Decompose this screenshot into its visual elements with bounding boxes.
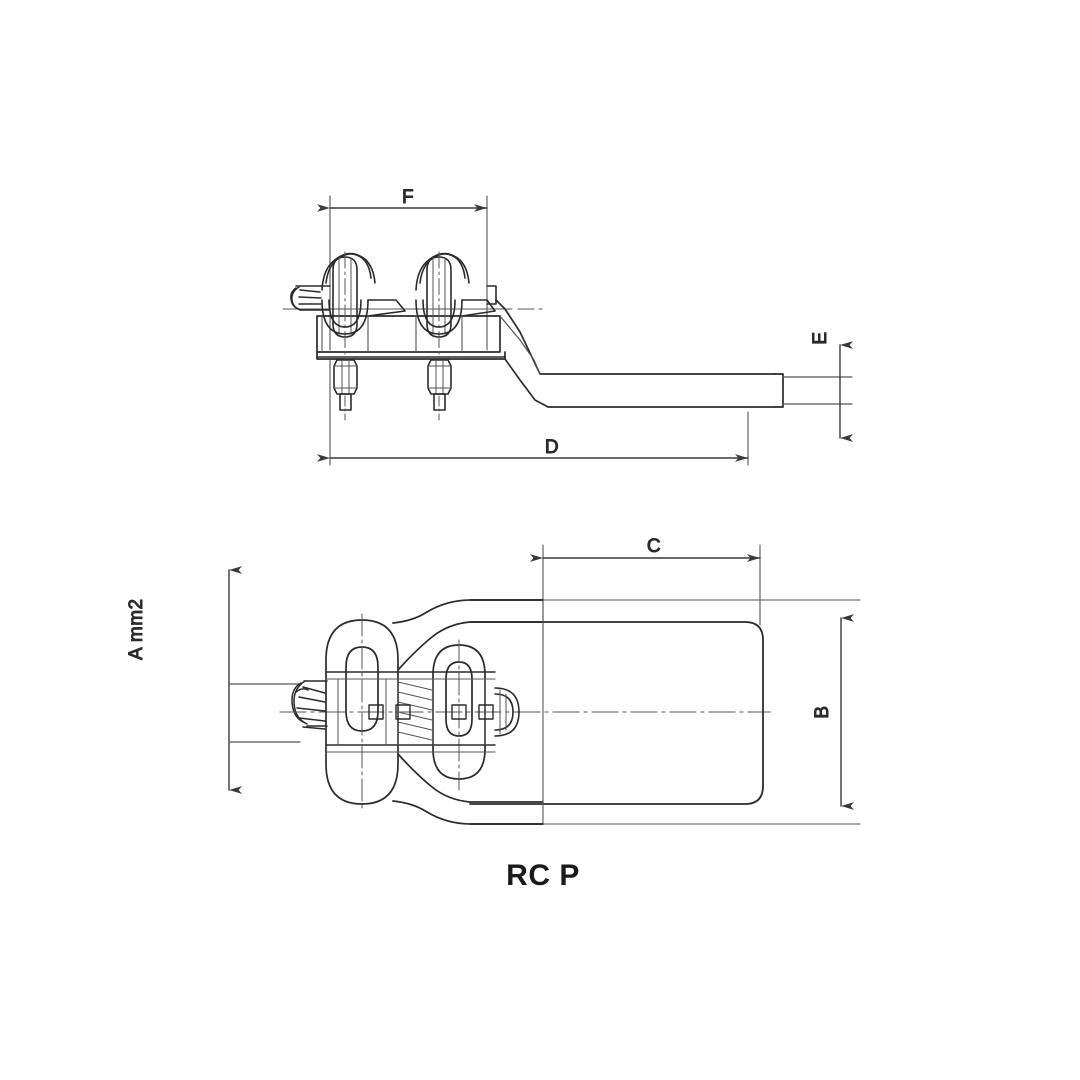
bolt-end-left <box>339 393 352 411</box>
u-saddle-left <box>321 299 369 335</box>
conductor-plan-strand-5 <box>302 726 326 730</box>
plan-transition-upper-fold <box>397 621 544 671</box>
dimension-D: D <box>317 359 749 466</box>
thread-hatch-1 <box>397 681 433 691</box>
bolt-section-3 <box>451 704 467 720</box>
tail-upper-contour <box>495 299 776 375</box>
dimension-A-label: A mm2 <box>126 598 147 660</box>
hex-nut-left-body <box>333 359 358 395</box>
dimension-B-label: B <box>812 705 833 718</box>
bolt-head-plan-right <box>494 687 520 737</box>
conductor-stub-left <box>290 285 331 311</box>
plan-transition-lower-fold <box>397 753 544 803</box>
conductor-plan-strand-3 <box>296 707 326 712</box>
plan-pad-outline <box>469 621 764 805</box>
saddle-right-wedge <box>461 299 496 317</box>
conductor-plan-end-cap <box>291 682 304 723</box>
bolt-head-dome <box>494 687 520 737</box>
dimension-F: F <box>317 187 488 351</box>
saddle-right-outer-shell <box>415 252 470 291</box>
bolt-section-4 <box>478 704 494 720</box>
saddle-clamp-right <box>415 251 497 361</box>
conductor-plan-strand-a <box>295 688 309 693</box>
hex-nut-right <box>427 359 452 421</box>
tail-upper-fold <box>499 315 541 375</box>
bolt-head-dome-inner <box>494 693 514 731</box>
side-elevation-view: F <box>282 187 853 466</box>
thread-hatch-6 <box>397 731 433 741</box>
thread-hatch-3 <box>397 701 433 711</box>
plan-transition-body <box>392 599 544 825</box>
hex-nut-left <box>333 359 358 421</box>
conductor-strand-1 <box>299 289 321 293</box>
dimension-E-label: E <box>810 331 831 344</box>
plan-transition-lower <box>392 800 544 825</box>
tail-blade-end-step <box>774 373 784 408</box>
thread-hatch-4 <box>397 711 433 721</box>
bolt-section-2 <box>395 704 411 720</box>
dimension-E: E <box>810 331 853 442</box>
thread-hatch-2 <box>397 691 433 701</box>
plan-pad <box>469 599 861 825</box>
conductor-plan-strand-1 <box>302 686 326 694</box>
bolt-end-right <box>433 393 446 411</box>
saddle-left-outer-shell <box>321 252 376 291</box>
saddle-clamp-left <box>321 251 406 361</box>
conductor-plan-end-cap-2 <box>293 680 308 725</box>
saddle-right-shoulder-block <box>486 285 497 305</box>
u-saddle-right-inner <box>422 299 456 328</box>
conductor-strand-2 <box>298 296 322 299</box>
hex-nut-right-body <box>427 359 452 395</box>
clamp-jaw-rails <box>325 671 496 753</box>
plan-transition-upper <box>392 599 544 624</box>
dimension-A: A mm2 <box>126 566 301 794</box>
clamp-lobe-left <box>325 613 399 811</box>
dimension-B: B <box>812 614 854 810</box>
clamp-lobe-left-outline <box>325 619 399 805</box>
dimension-D-label: D <box>545 437 559 458</box>
conductor-end-cap-inner <box>291 286 302 311</box>
u-saddle-right <box>415 299 463 335</box>
plan-view: C A mm2 <box>126 536 861 825</box>
conductor-plan-left <box>291 680 328 730</box>
dimension-C-label: C <box>647 536 661 557</box>
saddle-left-wedge <box>367 299 406 317</box>
conductor-plan-strand-4 <box>298 717 326 722</box>
thread-hatch-5 <box>397 721 433 731</box>
clamp-base-plate <box>316 351 506 360</box>
u-saddle-left-inner <box>328 299 362 328</box>
tail-lower-contour <box>504 358 776 408</box>
conductor-plan-strand-2 <box>298 696 326 703</box>
bolt-section-1 <box>368 704 384 720</box>
dimension-F-label: F <box>402 187 414 208</box>
drawing-title: RC P <box>506 859 580 892</box>
